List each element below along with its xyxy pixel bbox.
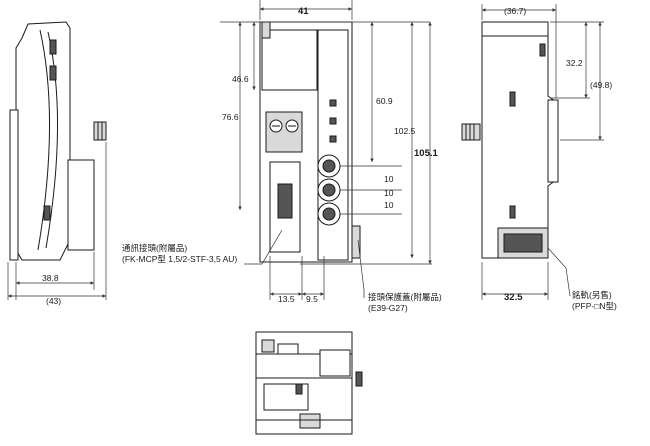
front-port-2-inner (322, 183, 336, 197)
connector-cover-label-2: (E39-G27) (368, 303, 408, 313)
front-cover-clip (351, 225, 361, 259)
end-plate-leader-line (547, 247, 571, 297)
left-body-outline (15, 21, 71, 261)
front-top-notch (261, 21, 271, 39)
left-slot-1 (49, 39, 57, 55)
bottom-slot-1 (295, 383, 303, 395)
right-side-view (461, 21, 559, 259)
front-connector-pins (277, 183, 293, 219)
left-front-curve (37, 29, 51, 251)
right-slot-1 (539, 43, 546, 57)
comm-connector-label-1: 通訊接頭(附屬品) (122, 243, 187, 253)
comm-connector-label-2: (FK-MCP型 1,5/2-STF-3,5 AU) (122, 254, 237, 264)
right-top-cap (481, 21, 549, 37)
front-right-column (317, 29, 349, 261)
left-din-rail (9, 109, 19, 261)
comm-connector-leader-line (244, 229, 283, 265)
end-plate-label-2: (PFP-□N型) (572, 301, 617, 311)
left-side-view (9, 21, 107, 261)
bottom-tab (299, 413, 321, 429)
left-lower-block (67, 159, 95, 251)
bottom-view (255, 331, 363, 435)
front-dim-105-1: 105.1 (414, 148, 438, 159)
left-dimensions (7, 142, 107, 300)
front-dim-102-5: 102.5 (394, 126, 416, 136)
front-pitch-10-c: 10 (384, 200, 394, 210)
bottom-notch-mid (277, 343, 299, 355)
right-dim-49-8: (49.8) (590, 80, 612, 90)
front-dim-46-6: 46.6 (232, 74, 249, 84)
bottom-notch-left (261, 339, 275, 353)
right-end-plate-inner (503, 233, 543, 253)
left-slot-2 (49, 65, 57, 81)
front-indicator-3 (329, 135, 337, 143)
front-upper-panel (261, 29, 318, 91)
right-rail-clip (547, 99, 559, 183)
front-terminal-block (265, 111, 303, 153)
bottom-slot-2 (355, 371, 363, 387)
bottom-block-right (319, 349, 351, 377)
front-indicator-1 (329, 99, 337, 107)
right-knob (461, 123, 481, 141)
comm-connector-leader (244, 229, 283, 265)
right-body-outline (481, 21, 557, 259)
connector-cover-label-1: 接頭保護蓋(附屬品) (368, 292, 442, 302)
right-dim-36-7: (36.7) (504, 6, 526, 16)
front-port-3-inner (322, 207, 336, 221)
right-dim-32-2: 32.2 (566, 58, 583, 68)
left-knob (93, 121, 107, 141)
front-dim-9-5: 9.5 (306, 294, 318, 304)
front-pitch-10-b: 10 (384, 188, 394, 198)
right-dim-32-5: 32.5 (504, 292, 523, 303)
front-view (259, 21, 361, 263)
front-pitch-10-a: 10 (384, 174, 394, 184)
front-dimensions (220, 0, 432, 300)
front-dim-13-5: 13.5 (278, 294, 295, 304)
left-dim-43: (43) (46, 296, 61, 306)
end-plate-label-1: 銘軌(另售) (572, 290, 612, 300)
front-port-1-inner (322, 159, 336, 173)
left-slot-3 (43, 205, 51, 221)
connector-cover-leader (357, 239, 365, 298)
front-dim-60-9: 60.9 (376, 96, 393, 106)
front-dim-76-6: 76.6 (222, 112, 239, 122)
front-dim-41: 41 (298, 6, 309, 17)
left-dim-38-8: 38.8 (42, 273, 59, 283)
front-indicator-2 (329, 117, 337, 125)
right-dimensions (481, 4, 604, 300)
connector-cover-leader-line (357, 239, 365, 298)
right-slot-3 (509, 205, 516, 219)
right-slot-2 (509, 91, 516, 107)
